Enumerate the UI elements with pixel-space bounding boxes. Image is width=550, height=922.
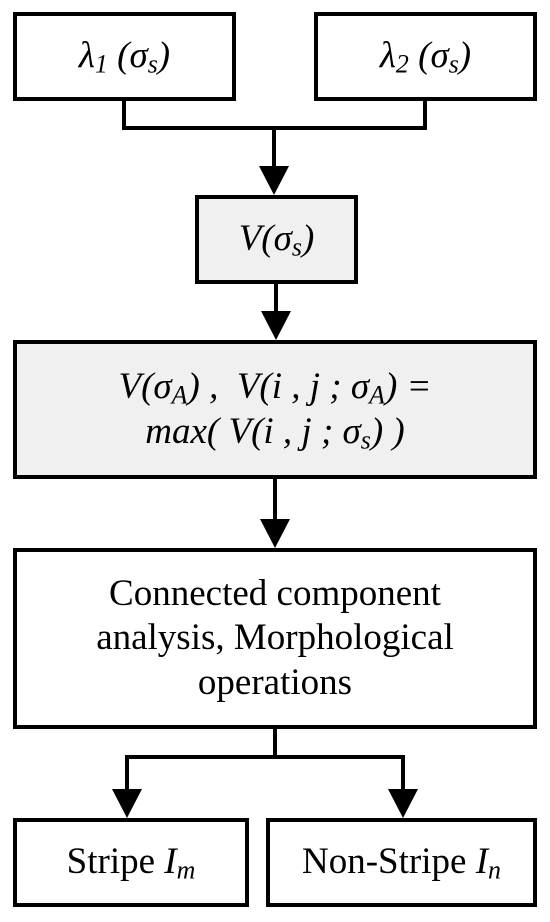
non-stripe-label: Non-Stripe In — [302, 841, 501, 885]
arrowhead-to-nonstripe — [388, 789, 418, 818]
ccomp-line-1: Connected component — [109, 572, 441, 614]
arrowhead-to-ccomp — [260, 519, 290, 548]
arrowhead-to-stripe — [112, 789, 142, 818]
node-v-max: V(σA) , V(i , j ; σA) = max( V(i , j ; σ… — [13, 340, 537, 479]
node-v-sigma-s: V(σs) — [195, 195, 358, 284]
lambda2-label: λ2 (σs) — [379, 35, 472, 79]
node-lambda1: λ1 (σs) — [13, 12, 236, 101]
ccomp-line-3: operations — [197, 661, 353, 703]
node-non-stripe: Non-Stripe In — [266, 818, 537, 907]
split-connector — [125, 727, 405, 759]
v-max-line-2: max( V(i , j ; σs) ) — [145, 410, 405, 455]
node-lambda2: λ2 (σs) — [314, 12, 537, 101]
v-sigma-s-label: V(σs) — [238, 218, 315, 262]
connected-component-text: Connected component analysis, Morphologi… — [96, 572, 454, 705]
v-max-formula: V(σA) , V(i , j ; σA) = max( V(i , j ; σ… — [119, 365, 432, 454]
ccomp-line-2: analysis, Morphological — [96, 617, 454, 659]
v-max-line-1: V(σA) , V(i , j ; σA) = — [118, 366, 432, 410]
node-stripe: Stripe Im — [13, 818, 249, 907]
stripe-label: Stripe Im — [66, 841, 196, 885]
arrowhead-to-vmax — [261, 311, 291, 340]
lambda1-label: λ1 (σs) — [78, 35, 171, 79]
merge-connector — [122, 99, 427, 130]
arrowhead-to-v — [259, 166, 289, 195]
node-connected-component: Connected component analysis, Morphologi… — [13, 548, 537, 729]
